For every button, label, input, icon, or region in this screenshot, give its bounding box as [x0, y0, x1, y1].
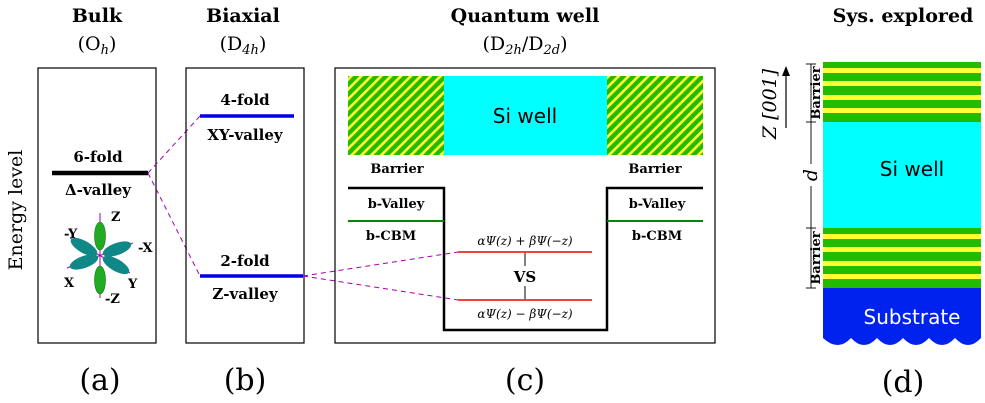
panel-c-barrier-right: Barrier — [628, 162, 681, 177]
connector-b-lower — [302, 275, 459, 301]
connector-b-upper — [302, 251, 459, 277]
panel-c-barrier-left-block — [348, 76, 444, 155]
delta-valley-orbitals — [66, 213, 134, 298]
qw-symmetry: (D2h/D2d) — [483, 33, 568, 58]
biaxial-title: Biaxial — [206, 5, 280, 27]
panel-c-label: (c) — [505, 363, 545, 398]
axis-my-label: -Y — [64, 227, 78, 242]
panel-a-label: (a) — [79, 363, 120, 398]
connector-a-lower — [147, 172, 201, 277]
panel-b-lower-valley: Z-valley — [212, 285, 279, 303]
panel-c-b-cbm-right: b-CBM — [632, 229, 682, 244]
panel-d-substrate-label: Substrate — [864, 305, 961, 329]
qw-title: Quantum well — [451, 5, 600, 27]
bulk-symmetry: (Oh) — [78, 33, 117, 58]
panel-d-barrier-bottom: Barrier — [809, 231, 824, 284]
panel-a-valley-label: Δ-valley — [65, 181, 132, 199]
panel-d-barrier-top: Barrier — [809, 66, 824, 119]
biaxial-symmetry: (D4h) — [220, 33, 267, 58]
axis-x-label: X — [64, 276, 75, 291]
panel-b-upper-level: 4-fold — [220, 91, 270, 109]
connector-a-upper — [147, 115, 201, 174]
panel-c-barrier-left: Barrier — [370, 162, 423, 177]
panel-c-well-block — [444, 76, 607, 155]
panel-c-b-valley-left: b-Valley — [368, 197, 425, 212]
panel-b-label: (b) — [224, 363, 267, 398]
panel-d-well-layer — [823, 122, 981, 228]
panel-d-axis-label: Z [001] — [759, 68, 781, 140]
panel-c-well-label: Si well — [493, 104, 557, 128]
panel-c-vs-label: VS — [513, 268, 536, 286]
axis-mx-label: -X — [138, 241, 153, 256]
axis-z-label: Z — [111, 210, 121, 225]
panel-c-state-plus: αΨ(z) + βΨ(−z) — [477, 234, 573, 248]
panel-b-box — [185, 67, 305, 344]
panel-d-d-gap — [803, 164, 819, 186]
panel-d-well-label: Si well — [880, 157, 944, 181]
bulk-title: Bulk — [72, 5, 123, 27]
panel-c-b-cbm-left: b-CBM — [366, 229, 416, 244]
panel-d-top-barrier — [823, 62, 981, 122]
panel-c-well-profile — [348, 186, 703, 332]
axis-mz-label: -Z — [105, 292, 120, 307]
axis-y-label: Y — [127, 277, 138, 292]
panel-d-z-arrow-icon — [782, 66, 790, 76]
panel-c-state-minus: αΨ(z) − βΨ(−z) — [477, 307, 573, 321]
panel-d-bottom-barrier — [823, 228, 981, 288]
energy-axis-label: Energy level — [5, 150, 27, 271]
panel-b-lower-level: 2-fold — [220, 252, 270, 270]
panel-a-level-label: 6-fold — [73, 148, 123, 166]
panel-d-d-label: d — [800, 169, 822, 181]
panel-b-upper-valley: XY-valley — [207, 126, 283, 144]
panel-c-box — [334, 67, 716, 344]
panel-d-label: (d) — [882, 365, 925, 400]
sys-title: Sys. explored — [833, 5, 974, 27]
panel-d-substrate — [823, 288, 981, 345]
panel-a-box — [37, 67, 157, 344]
panel-c-barrier-right-block — [607, 76, 703, 155]
panel-c-b-valley-right: b-Valley — [629, 197, 686, 212]
